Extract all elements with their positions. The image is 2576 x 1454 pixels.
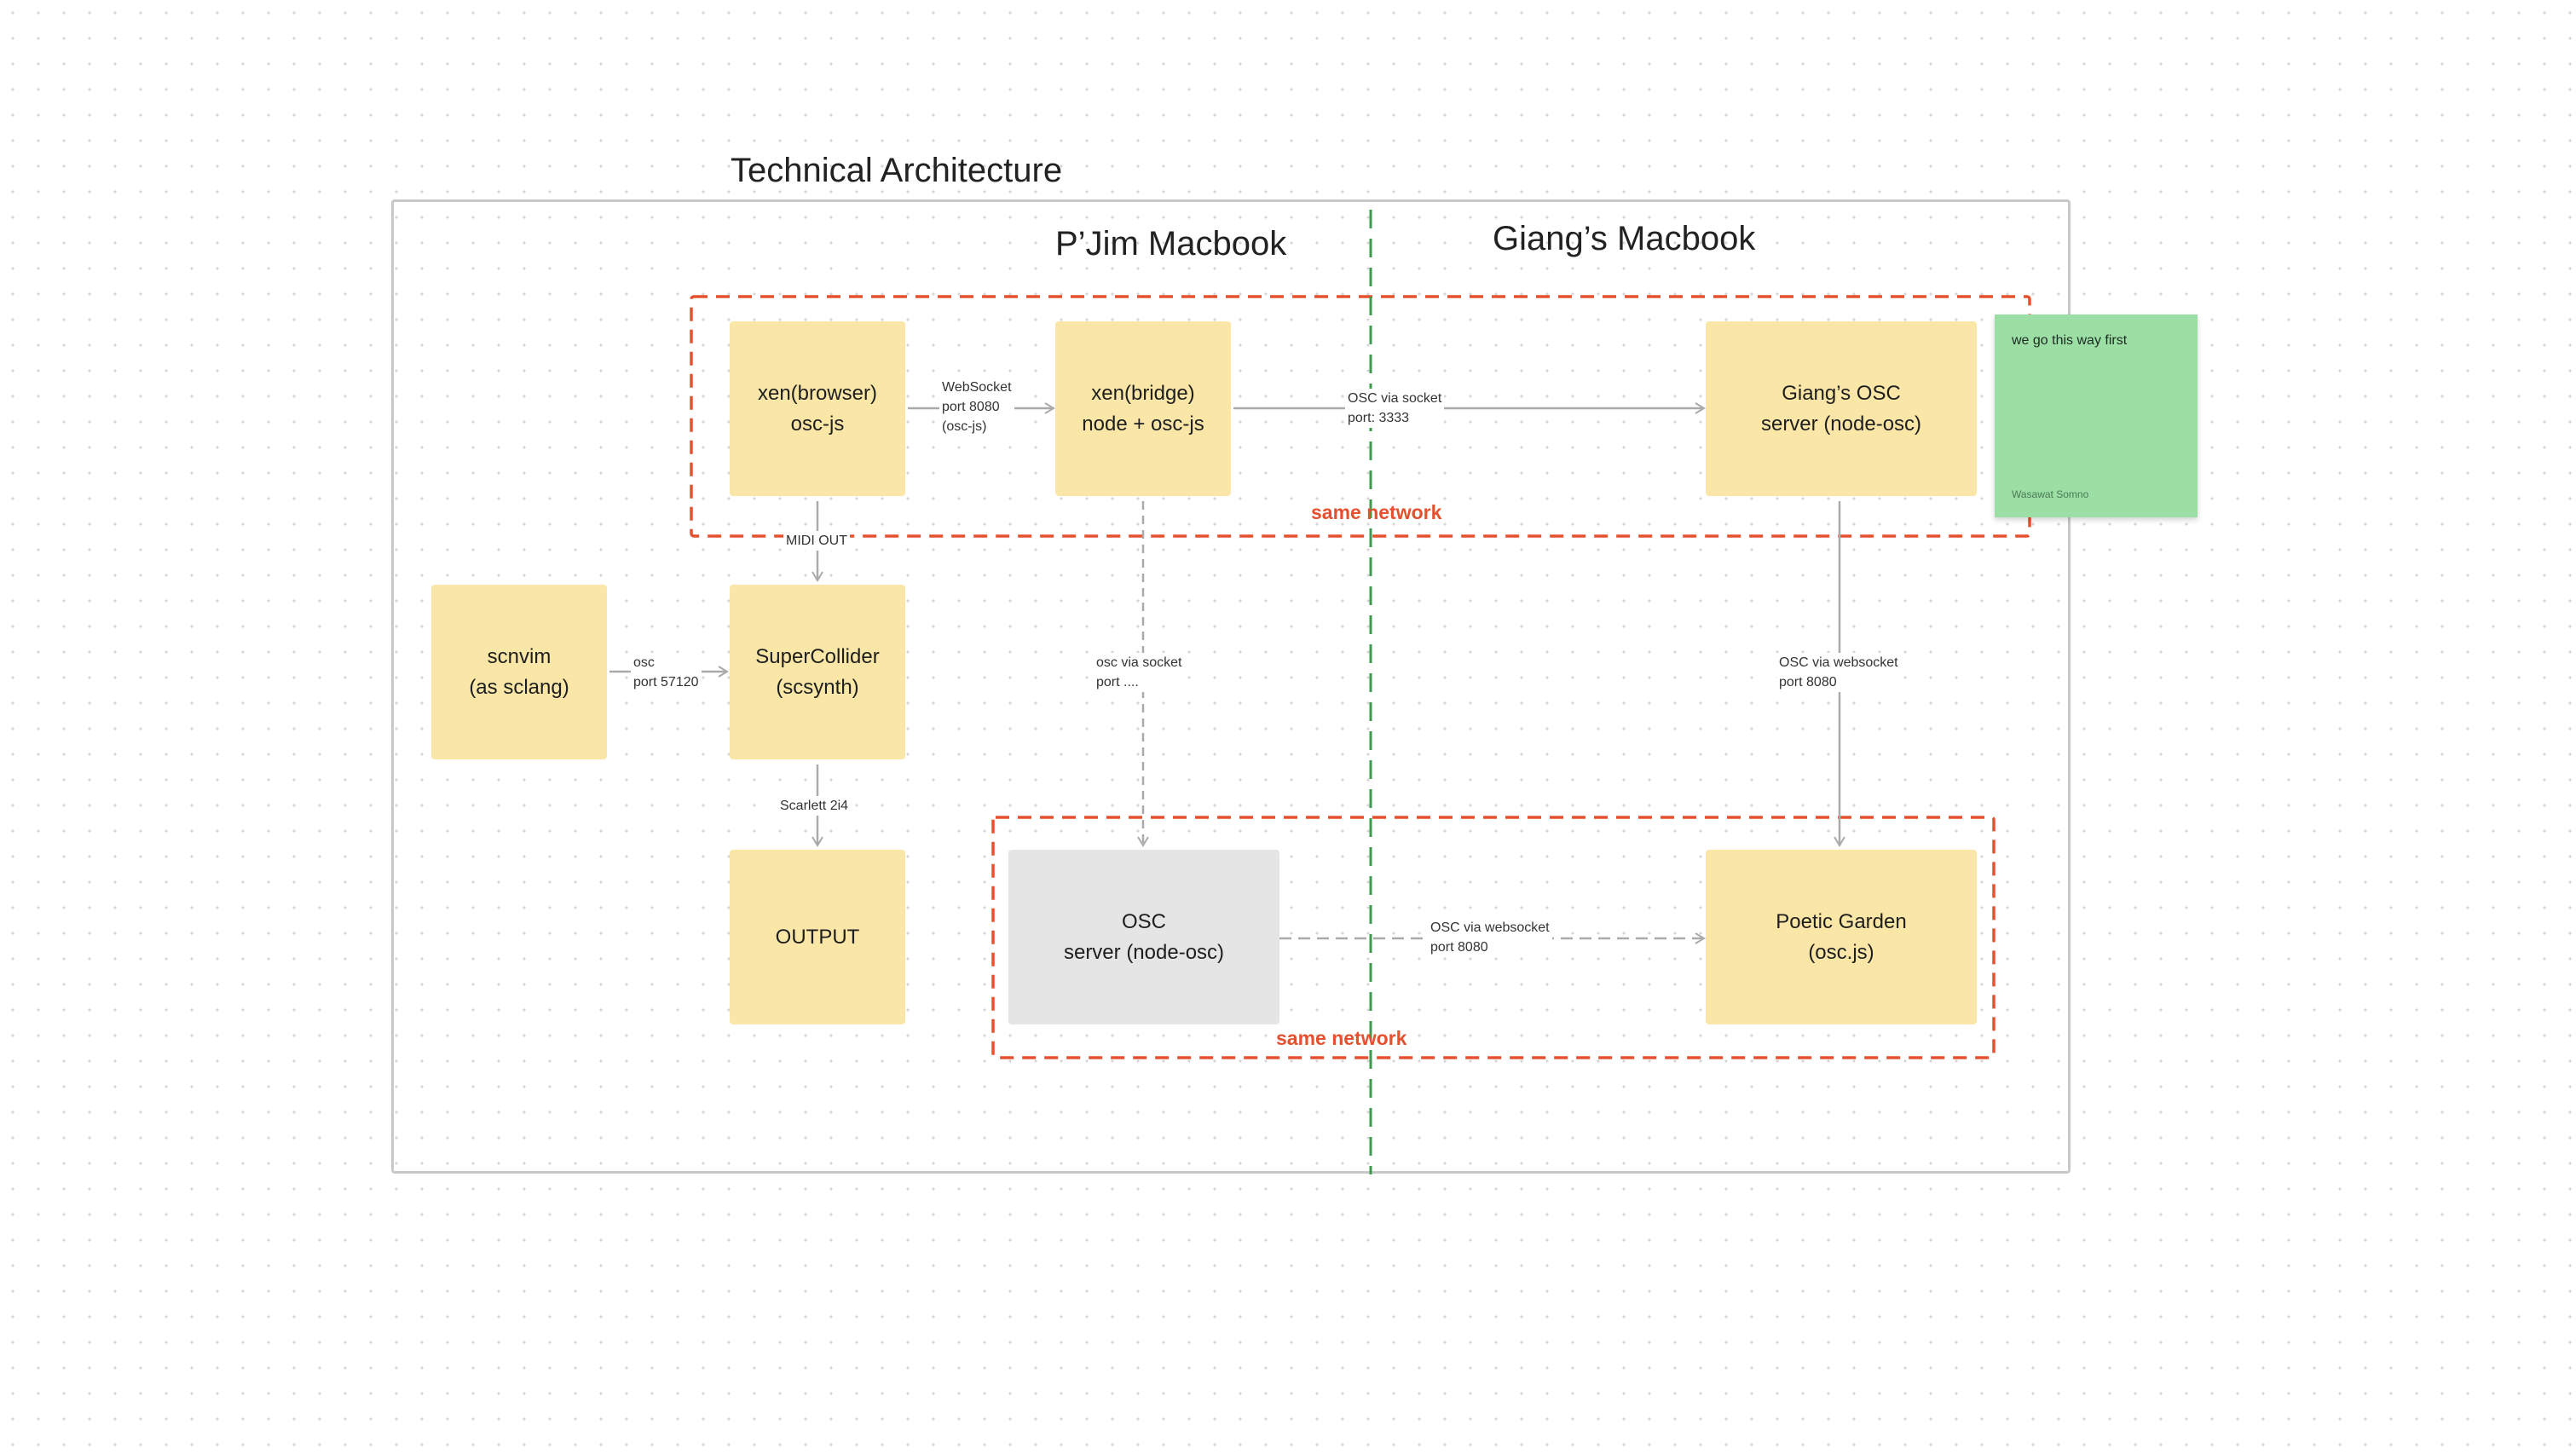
board-title[interactable]: Technical Architecture: [731, 152, 1063, 189]
node-xen-bridge[interactable]: xen(bridge) node + osc-js: [1055, 321, 1231, 496]
node-scnvim[interactable]: scnvim (as sclang): [431, 585, 607, 759]
node-supercollider[interactable]: SuperCollider (scsynth): [730, 585, 905, 759]
edge-label-midi-out[interactable]: MIDI OUT: [783, 531, 850, 551]
architecture-frame[interactable]: [391, 199, 2071, 1174]
section-title-pjim-macbook[interactable]: P’Jim Macbook: [1055, 225, 1287, 263]
sticky-note-text: we go this way first: [2012, 333, 2128, 348]
edge-label-scarlett[interactable]: Scarlett 2i4: [777, 796, 852, 816]
node-osc-server[interactable]: OSC server (node-osc): [1008, 850, 1279, 1024]
network-label-top[interactable]: same network: [1311, 501, 1442, 523]
node-giang-osc-server[interactable]: Giang’s OSC server (node-osc): [1706, 321, 1977, 496]
edge-label-osc-websocket-vertical[interactable]: OSC via websocket port 8080: [1776, 653, 1901, 692]
edge-label-osc-socket-3333[interactable]: OSC via socket port: 3333: [1345, 389, 1445, 428]
sticky-note-author: Wasawat Somno: [2012, 488, 2089, 500]
edge-label-osc-socket-port[interactable]: osc via socket port ....: [1094, 653, 1185, 692]
edge-label-osc-57120[interactable]: osc port 57120: [631, 653, 702, 692]
sticky-note[interactable]: we go this way first Wasawat Somno: [1995, 314, 2198, 517]
node-xen-browser[interactable]: xen(browser) osc-js: [730, 321, 905, 496]
node-output[interactable]: OUTPUT: [730, 850, 905, 1024]
node-poetic-garden[interactable]: Poetic Garden (osc.js): [1706, 850, 1977, 1024]
edge-label-websocket[interactable]: WebSocket port 8080 (osc-js): [939, 378, 1014, 436]
network-label-bottom[interactable]: same network: [1276, 1027, 1407, 1049]
edge-label-osc-websocket-horizontal[interactable]: OSC via websocket port 8080: [1428, 918, 1552, 957]
section-title-giang-macbook[interactable]: Giang’s Macbook: [1493, 220, 1756, 257]
